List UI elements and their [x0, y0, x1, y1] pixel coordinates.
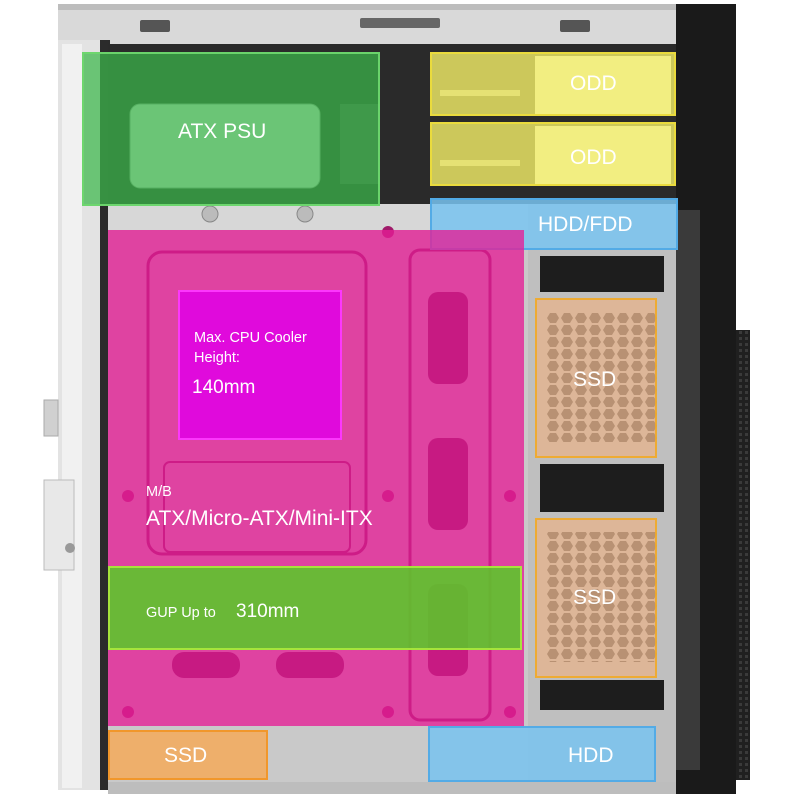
- ssd-middle-label: SSD: [573, 586, 617, 609]
- cpu-cooler-height-value: 140mm: [192, 377, 256, 398]
- odd-bottom-zone: ODD: [430, 122, 676, 186]
- hdd-bottom-label: HDD: [568, 744, 614, 767]
- psu-label: ATX PSU: [178, 120, 267, 143]
- motherboard-formats: ATX/Micro-ATX/Mini-ITX: [146, 507, 373, 530]
- ssd-top-zone: SSD: [535, 298, 657, 458]
- cpu-cooler-line2: Height:: [194, 350, 240, 366]
- hdd-fdd-label: HDD/FDD: [538, 213, 633, 236]
- motherboard-prefix: M/B: [146, 484, 172, 500]
- ssd-top-label: SSD: [573, 368, 617, 391]
- odd-top-label: ODD: [570, 72, 617, 95]
- ssd-bottom-label: SSD: [164, 744, 208, 767]
- ssd-middle-zone: SSD: [535, 518, 657, 678]
- cpu-cooler-line1: Max. CPU Cooler: [194, 330, 307, 346]
- gpu-prefix: GUP Up to: [146, 605, 216, 621]
- hdd-bottom-zone: HDD: [428, 726, 656, 782]
- odd-bottom-label: ODD: [570, 146, 617, 169]
- gpu-length-value: 310mm: [236, 601, 300, 622]
- ssd-bottom-zone: SSD: [108, 730, 268, 780]
- gpu-zone: GUP Up to 310mm: [108, 566, 522, 650]
- odd-top-zone: ODD: [430, 52, 676, 116]
- psu-zone: ATX PSU: [82, 52, 380, 206]
- cpu-cooler-zone: Max. CPU Cooler Height: 140mm: [178, 290, 342, 440]
